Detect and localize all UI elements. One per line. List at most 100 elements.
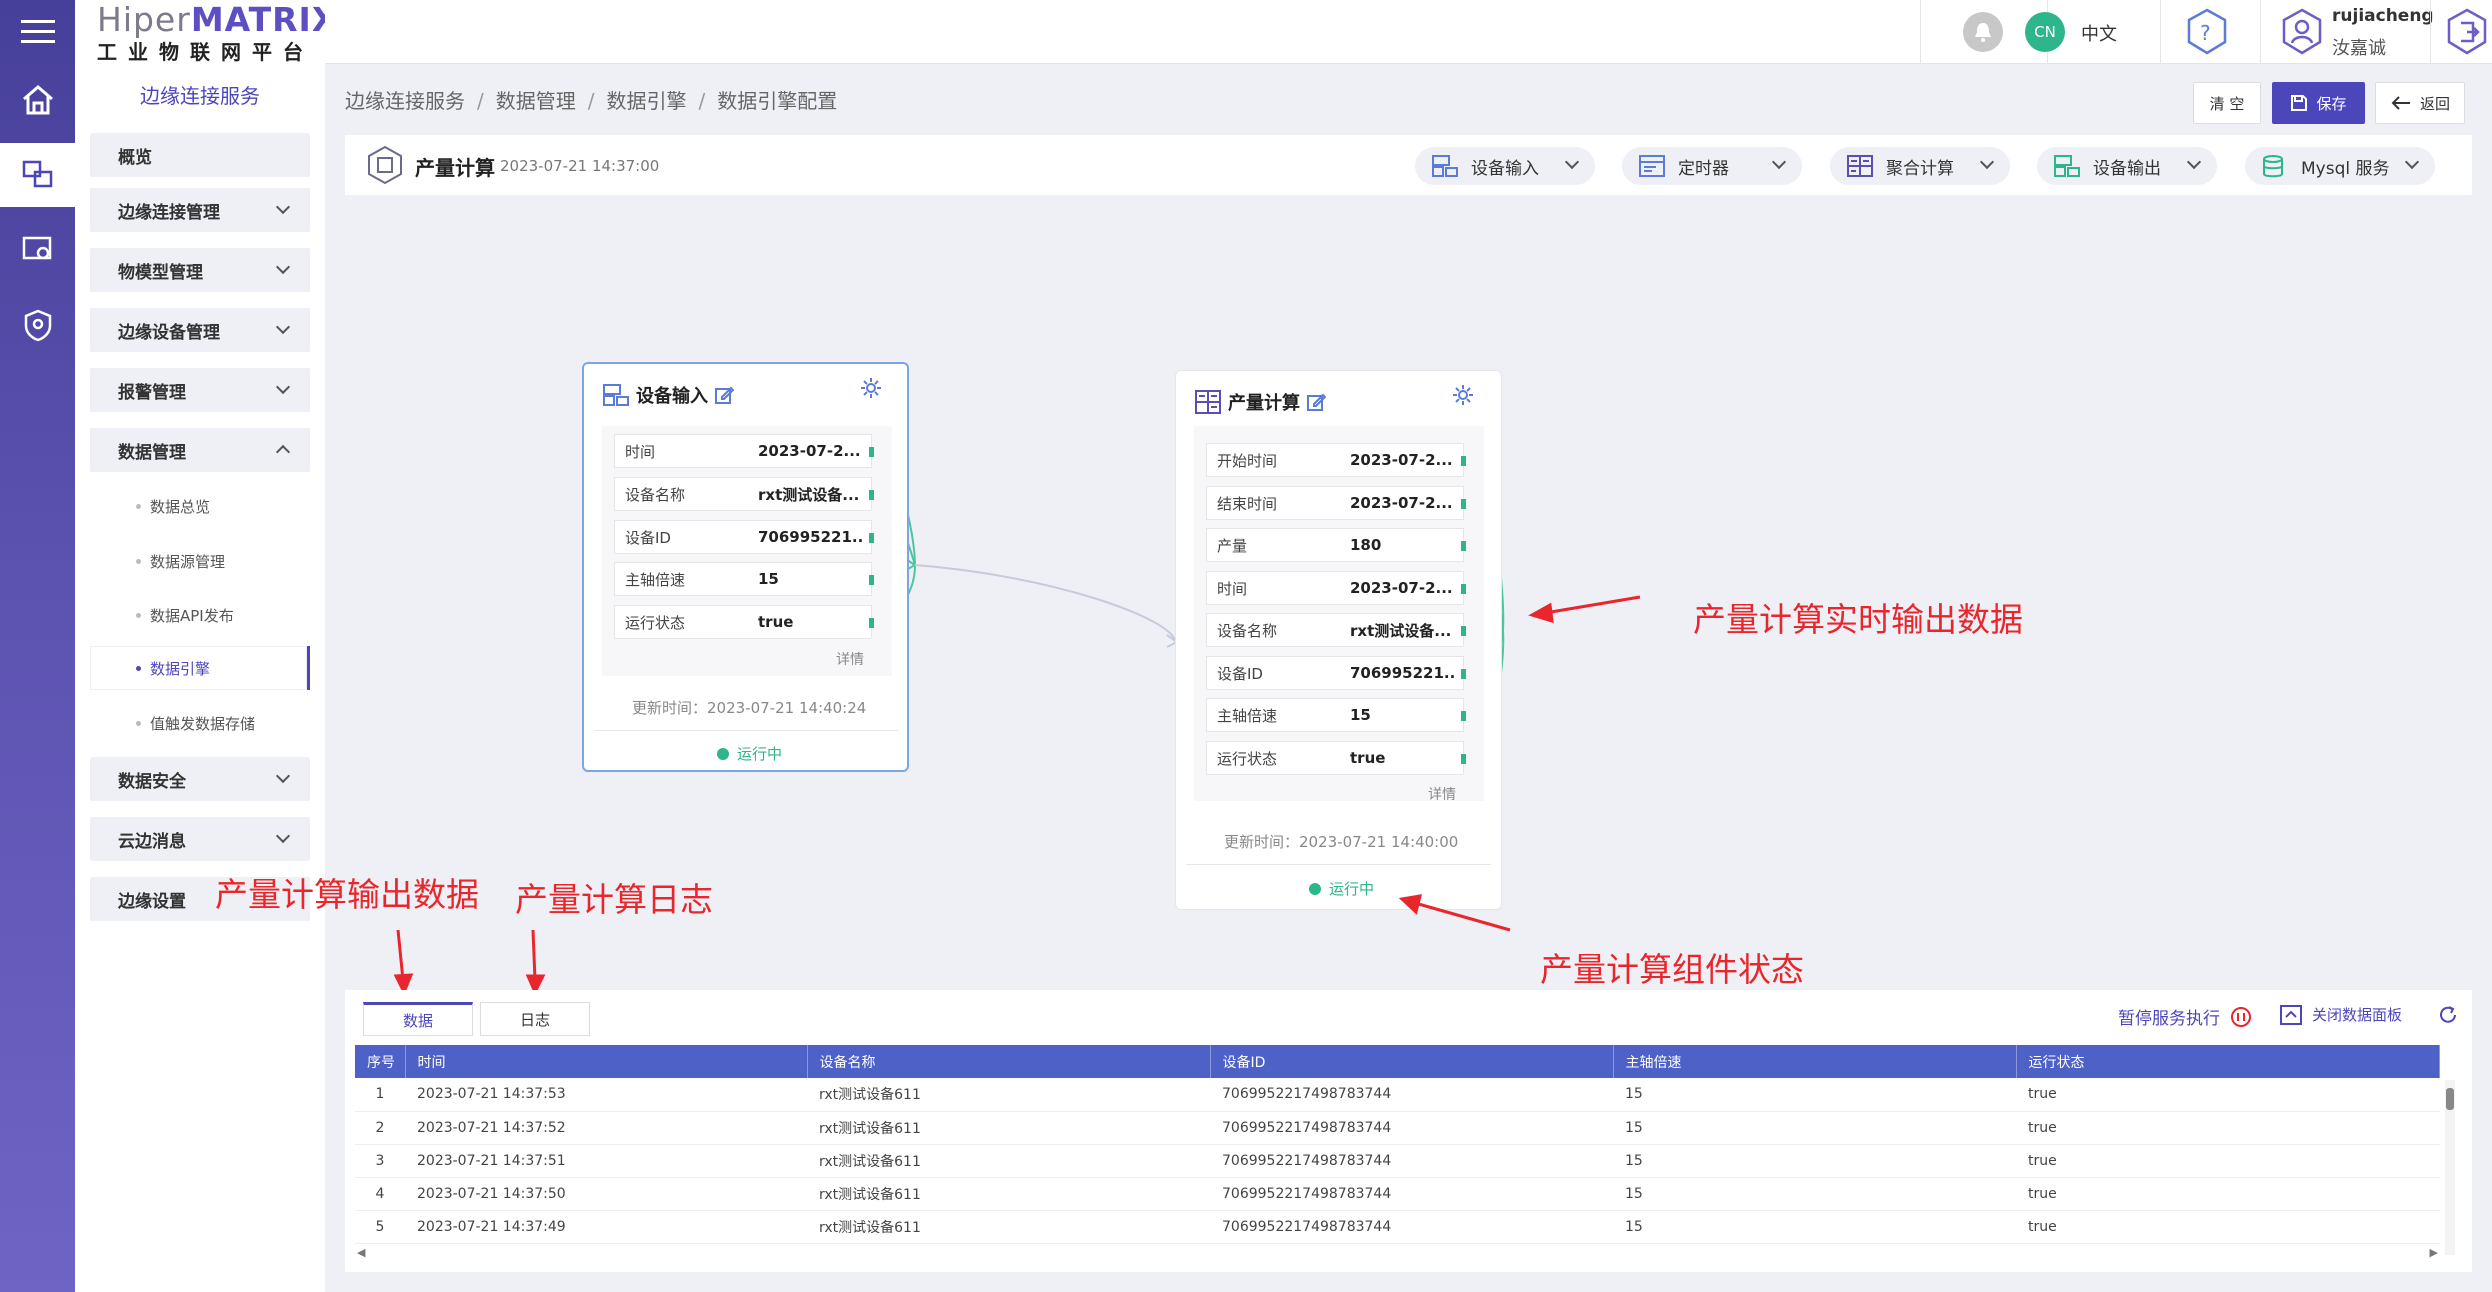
tool-aggregate[interactable]: 聚合计算 (1830, 147, 2010, 185)
gear-icon[interactable] (1451, 383, 1475, 407)
horizontal-scrollbar[interactable]: ◀ ▶ (355, 1246, 2440, 1260)
flow-name: 产量计算 (415, 156, 495, 180)
flow-time: 2023-07-21 14:37:00 (500, 157, 660, 175)
user-display-name: 汝嘉诚 (2332, 38, 2386, 59)
output-port[interactable] (1461, 456, 1466, 466)
data-panel: 数据 日志 暂停服务执行 关闭数据面板 序号 时间 设备名称 设备ID 主轴倍速… (345, 990, 2472, 1272)
output-port[interactable] (869, 618, 874, 628)
shield-icon[interactable] (0, 293, 75, 357)
edit-icon[interactable] (714, 385, 734, 405)
sidebar-item-data-management[interactable]: 数据管理 (90, 428, 310, 472)
user-avatar-icon[interactable] (2280, 8, 2324, 60)
logo-subtitle: 工业物联网平台 (97, 40, 314, 64)
output-port[interactable] (1461, 711, 1466, 721)
sidebar-subitem-trigger-storage[interactable]: 值触发数据存储 (90, 701, 310, 745)
chevron-down-icon (275, 768, 291, 784)
output-port[interactable] (869, 533, 874, 543)
sidebar-item-cloud-edge-msg[interactable]: 云边消息 (90, 817, 310, 861)
node-title: 产量计算 (1228, 393, 1300, 414)
scroll-right-icon[interactable]: ▶ (2429, 1246, 2438, 1259)
annotation-log: 产量计算日志 (515, 880, 713, 919)
sidebar-item-edge-device[interactable]: 边缘设备管理 (90, 308, 310, 352)
tab-data[interactable]: 数据 (363, 1002, 473, 1036)
logout-icon[interactable] (2445, 8, 2489, 60)
help-icon[interactable]: ? (2185, 8, 2229, 60)
save-button[interactable]: 保存 (2272, 82, 2365, 124)
arrow-left-icon (2391, 96, 2410, 110)
edge-connect-icon[interactable] (0, 143, 75, 207)
scroll-left-icon[interactable]: ◀ (357, 1246, 366, 1259)
sidebar-subitem-data-engine[interactable]: 数据引擎 (90, 646, 310, 690)
lang-label[interactable]: 中文 (2081, 24, 2117, 45)
output-port[interactable] (869, 490, 874, 500)
output-port[interactable] (869, 447, 874, 457)
svg-text:?: ? (2200, 21, 2211, 45)
gear-icon[interactable] (859, 376, 883, 400)
sidebar-item-edge-connect[interactable]: 边缘连接管理 (90, 188, 310, 232)
sidebar-item-thing-model[interactable]: 物模型管理 (90, 248, 310, 292)
tool-timer[interactable]: 定时器 (1622, 147, 1802, 185)
tool-mysql-service[interactable]: Mysql 服务 (2245, 147, 2435, 185)
sidebar-subitem-data-overview[interactable]: 数据总览 (90, 484, 310, 528)
sidebar-item-overview[interactable]: 概览 (90, 133, 310, 177)
sidebar-item-edge-settings[interactable]: 边缘设置 (90, 877, 310, 921)
sidebar-item-alarm[interactable]: 报警管理 (90, 368, 310, 412)
refresh-icon[interactable] (2437, 1004, 2459, 1026)
back-button[interactable]: 返回 (2375, 82, 2465, 124)
output-port[interactable] (869, 575, 874, 585)
output-port[interactable] (1461, 626, 1466, 636)
output-port[interactable] (1461, 541, 1466, 551)
chevron-down-icon (275, 379, 291, 395)
tool-device-input[interactable]: 设备输入 (1415, 147, 1595, 185)
chevron-down-icon (1564, 154, 1580, 170)
clear-button[interactable]: 清 空 (2193, 82, 2261, 124)
output-port[interactable] (1461, 669, 1466, 679)
sidebar-subitem-data-source[interactable]: 数据源管理 (90, 539, 310, 583)
save-icon (2291, 95, 2308, 111)
detail-link[interactable]: 详情 (836, 652, 864, 668)
detail-link[interactable]: 详情 (1428, 787, 1456, 803)
breadcrumb-item[interactable]: 数据管理 (495, 89, 576, 113)
bell-icon[interactable] (1963, 12, 2003, 52)
edit-icon[interactable] (1306, 392, 1326, 412)
device-input-icon (603, 384, 629, 406)
menu-icon[interactable] (0, 0, 75, 64)
output-port[interactable] (1461, 584, 1466, 594)
home-icon[interactable] (0, 68, 75, 132)
annotation-realtime-output: 产量计算实时输出数据 (1693, 600, 2023, 639)
timer-icon (1639, 155, 1665, 177)
monitor-icon[interactable] (0, 218, 75, 282)
breadcrumb-item[interactable]: 数据引擎 (606, 89, 687, 113)
lang-badge[interactable]: CN (2025, 12, 2065, 52)
tool-device-output[interactable]: 设备输出 (2037, 147, 2217, 185)
sidebar-item-data-security[interactable]: 数据安全 (90, 757, 310, 801)
scrollbar-thumb[interactable] (2446, 1088, 2454, 1110)
breadcrumb-item[interactable]: 边缘连接服务 (345, 89, 465, 113)
tab-log[interactable]: 日志 (480, 1002, 590, 1036)
col-time: 时间 (405, 1045, 808, 1078)
output-port[interactable] (1461, 499, 1466, 509)
sidebar-subitem-data-api[interactable]: 数据API发布 (90, 593, 310, 637)
chevron-down-icon (2404, 154, 2420, 170)
divider (1186, 864, 1491, 865)
device-input-icon (1432, 155, 1458, 177)
output-port[interactable] (1461, 754, 1466, 764)
chevron-down-icon (2186, 154, 2202, 170)
pause-service-button[interactable]: 暂停服务执行 (2118, 1004, 2252, 1029)
close-panel-button[interactable]: 关闭数据面板 (2280, 1004, 2402, 1025)
aggregate-icon (1195, 390, 1221, 414)
vertical-scrollbar[interactable] (2445, 1080, 2455, 1255)
